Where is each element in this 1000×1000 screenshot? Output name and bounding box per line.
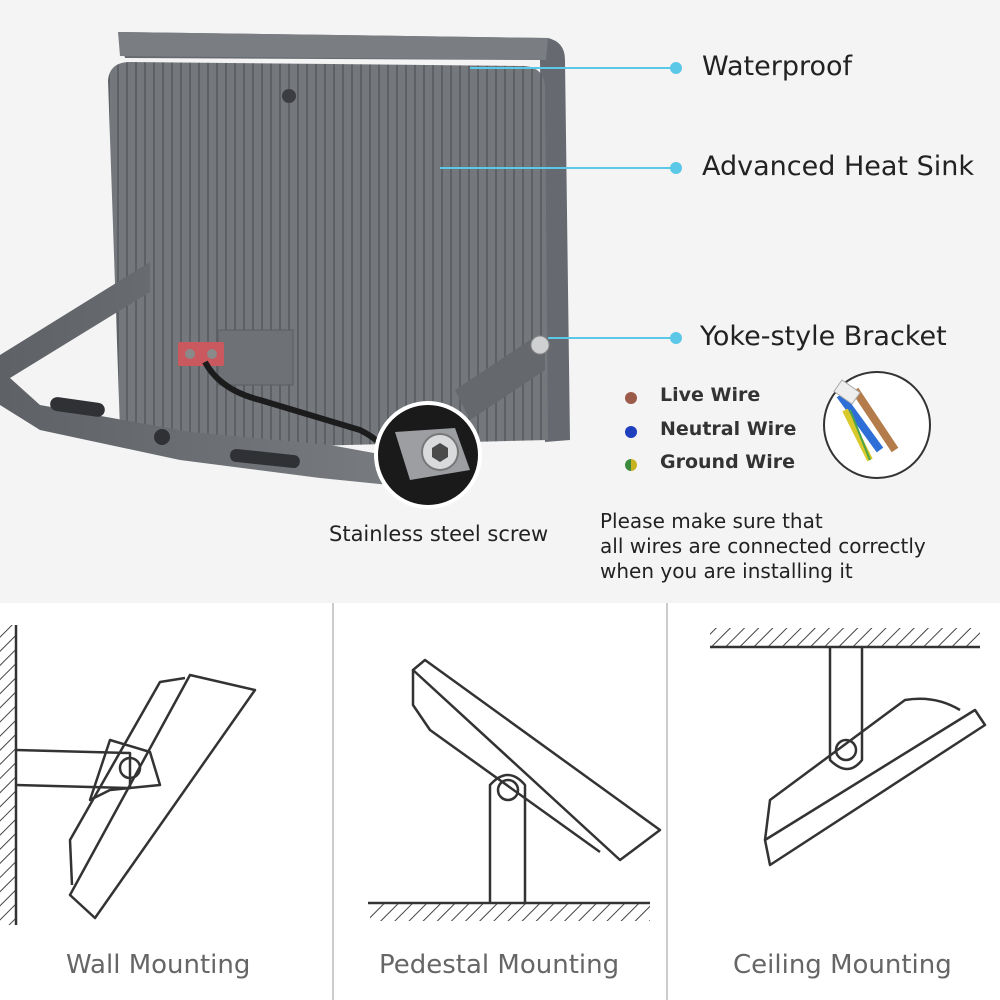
neutral-wire-dot	[625, 426, 637, 438]
callout-waterproof: Waterproof	[702, 51, 853, 82]
installation-note: Please make sure that all wires are conn…	[600, 509, 926, 583]
pedestal-mounting-caption: Pedestal Mounting	[379, 950, 620, 980]
screw-hole	[282, 89, 296, 103]
floodlight-back-illustration	[0, 32, 931, 509]
callout-dot-waterproof	[670, 62, 682, 74]
ceiling-mounting-caption: Ceiling Mounting	[733, 950, 952, 980]
callout-dot-bracket	[670, 332, 682, 344]
live-wire-dot	[625, 392, 637, 404]
callout-dot-heat-sink	[670, 162, 682, 174]
ground-wire-label: Ground Wire	[660, 451, 796, 473]
callout-bracket: Yoke-style Bracket	[700, 321, 947, 352]
mounting-panel	[0, 603, 1000, 1000]
callout-heat-sink: Advanced Heat Sink	[702, 151, 974, 182]
neutral-wire-label: Neutral Wire	[660, 418, 797, 440]
yoke-bracket	[0, 262, 440, 490]
terminal-block	[178, 342, 224, 366]
wall-mounting-caption: Wall Mounting	[66, 950, 251, 980]
ground-wire-dot	[625, 459, 637, 471]
wire-strands-icon	[833, 379, 899, 462]
callout-screw: Stainless steel screw	[329, 522, 549, 546]
live-wire-label: Live Wire	[660, 384, 761, 406]
